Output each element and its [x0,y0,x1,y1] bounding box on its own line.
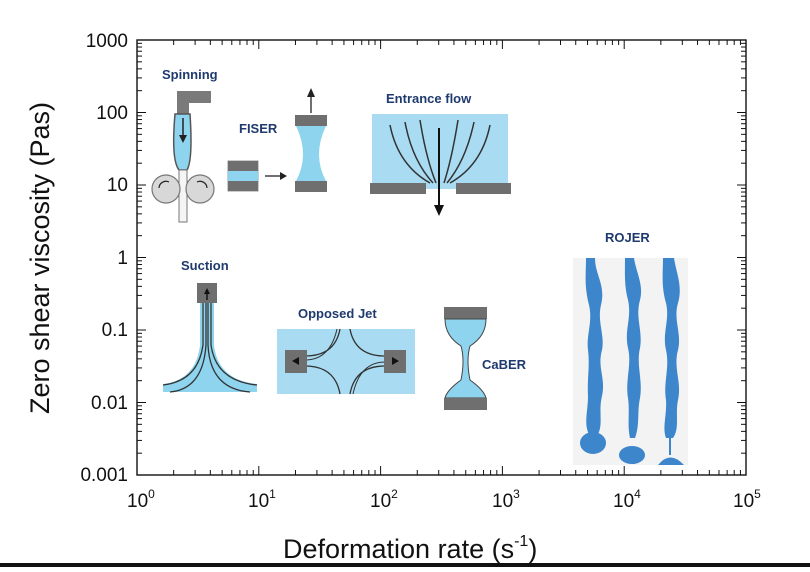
entrance-flow-illustration [370,114,511,216]
technique-label-rojer: ROJER [605,230,650,245]
x-axis-title: Deformation rate (s-1) [283,533,537,564]
technique-label-opposed-jet: Opposed Jet [298,306,377,321]
x-tick-label: 102 [370,487,398,512]
y-tick-label: 1000 [86,31,128,52]
technique-label-fiser: FISER [239,121,278,136]
technique-label-spinning: Spinning [162,67,218,82]
y-tick-label: 10 [107,175,128,196]
suction-illustration [162,283,258,393]
y-tick-label: 100 [96,103,128,124]
technique-label-entrance-flow: Entrance flow [386,91,472,106]
y-tick-label: 1 [117,248,128,269]
fiser-illustration [227,88,327,192]
technique-label-caber: CaBER [482,357,527,372]
y-tick-label: 0.001 [80,465,128,486]
y-tick-label: 0.1 [102,320,128,341]
y-tick-label: 0.01 [91,393,128,414]
x-tick-label: 105 [733,487,761,512]
spinning-illustration [151,91,215,223]
bottom-rule [0,563,810,567]
technique-label-suction: Suction [181,258,229,273]
axis-ticks [136,39,747,476]
x-tick-label: 104 [613,487,641,512]
x-tick-label: 103 [492,487,520,512]
y-axis-title: Zero shear viscosity (Pas) [25,102,55,414]
opposed-jet-illustration [277,328,415,395]
rojer-illustration [573,258,688,465]
x-tick-label: 100 [127,487,155,512]
x-tick-label: 101 [248,487,276,512]
caber-illustration [444,307,487,410]
